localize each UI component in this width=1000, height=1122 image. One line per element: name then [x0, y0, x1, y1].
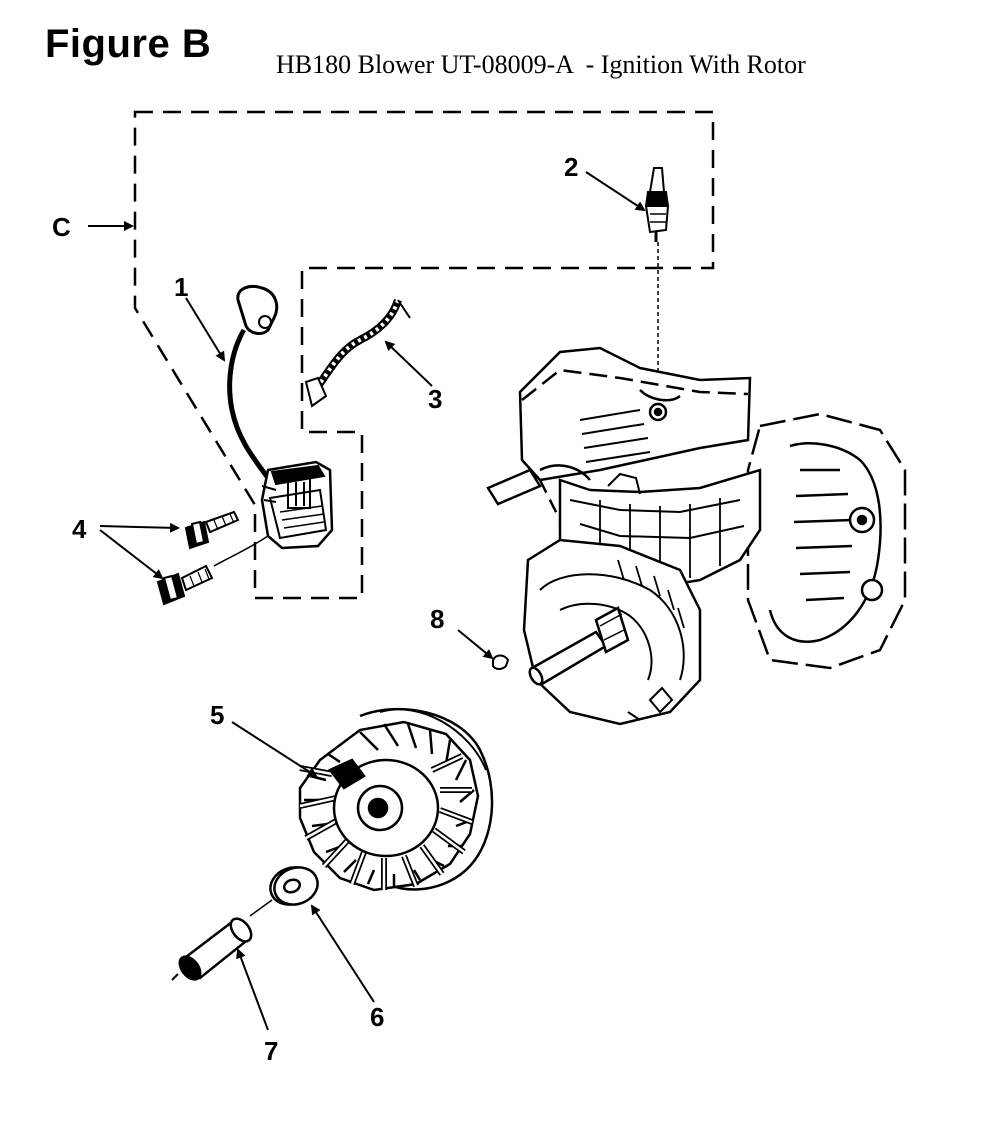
callout-5: 5 — [210, 700, 224, 730]
ignition-coil — [213, 285, 334, 567]
flywheel-rotor — [298, 707, 494, 892]
callout-2: 2 — [564, 152, 578, 182]
engine-crankcase — [486, 346, 907, 726]
ground-strap — [304, 298, 411, 408]
figure-label: Figure B — [45, 22, 212, 66]
woodruff-key — [492, 654, 510, 670]
callout-8: 8 — [430, 604, 444, 634]
leader-lines — [88, 171, 646, 1031]
callout-3: 3 — [428, 384, 442, 414]
callout-c: C — [52, 212, 71, 242]
washer — [269, 866, 319, 906]
callout-1: 1 — [174, 272, 188, 302]
flywheel-sleeve-nut — [171, 899, 273, 981]
callout-6: 6 — [370, 1002, 384, 1032]
callout-4: 4 — [72, 514, 87, 544]
mounting-bolt-lower — [156, 564, 214, 606]
callout-7: 7 — [264, 1036, 278, 1066]
diagram-title: HB180 Blower UT-08009-A - Ignition With … — [276, 50, 806, 79]
mounting-bolt-upper — [184, 510, 240, 550]
assembly-boundary-c — [133, 110, 715, 600]
